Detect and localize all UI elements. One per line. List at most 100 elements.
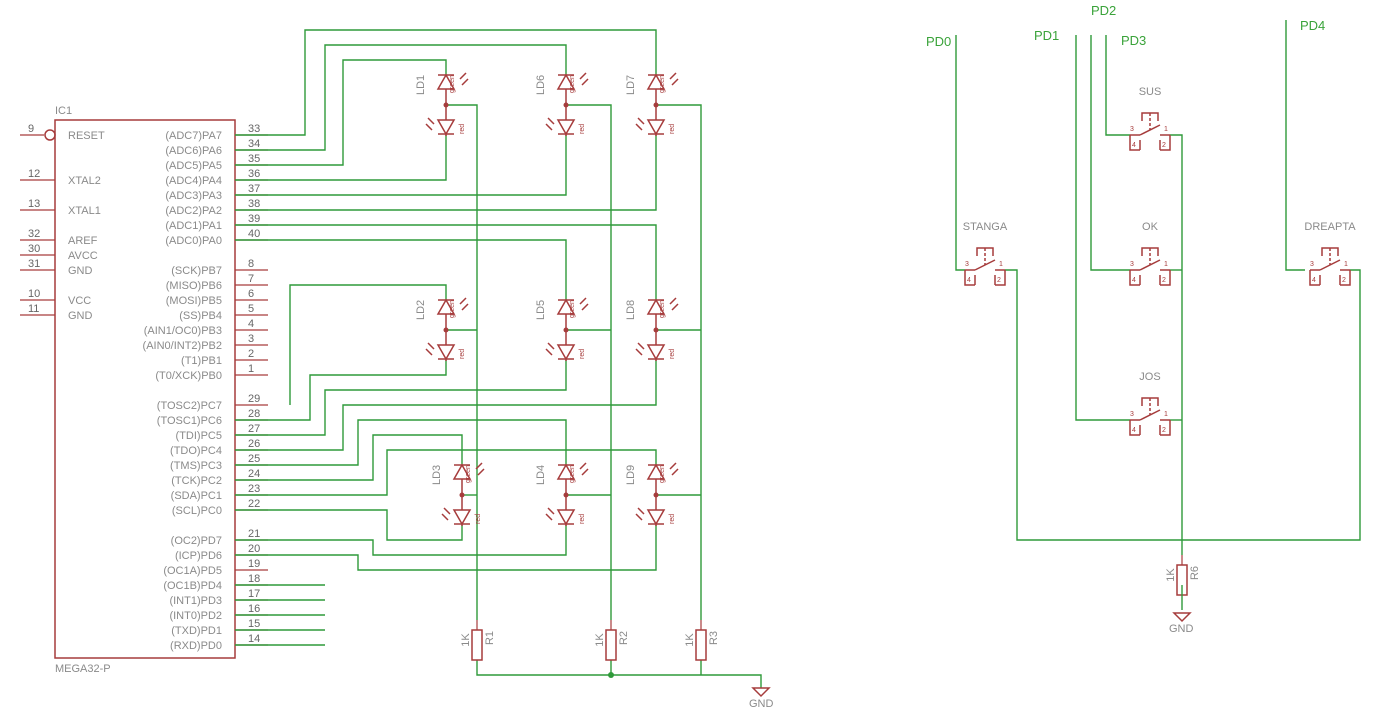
pin-number: 3 [248, 333, 254, 345]
pin-label: (AIN0/INT2)PB2 [143, 340, 222, 352]
pin-number: 16 [248, 603, 260, 615]
switch-pin: 4 [1132, 427, 1136, 434]
led-red-label: red [459, 124, 466, 134]
pin-number: 12 [28, 168, 40, 180]
led-red-label: red [669, 514, 676, 524]
led-green-label: green [569, 465, 576, 483]
ic-name: IC1 [55, 105, 72, 117]
pin-number: 2 [248, 348, 254, 360]
led-name: LD9 [625, 465, 637, 485]
pin-label: XTAL1 [68, 205, 101, 217]
pin-label: XTAL2 [68, 175, 101, 187]
pin-number: 8 [248, 258, 254, 270]
pin-number: 40 [248, 228, 260, 240]
led-name: LD8 [625, 300, 637, 320]
led-name: LD1 [415, 75, 427, 95]
switch-pin: 4 [1312, 277, 1316, 284]
net-label-pd1: PD1 [1034, 28, 1059, 43]
pin-number: 13 [28, 198, 40, 210]
switch-pin: 1 [1164, 411, 1168, 418]
net-label-pd3: PD3 [1121, 33, 1146, 48]
ic-pin: 1 (T0/XCK)PB0 [155, 363, 268, 382]
pin-number: 10 [28, 288, 40, 300]
led-red-label: red [475, 514, 482, 524]
switch-pin: 1 [1344, 261, 1348, 268]
led-red-label: red [579, 349, 586, 359]
resistor-name: R1 [484, 631, 496, 645]
resistor-value: 1K [460, 633, 472, 647]
pin-label: (TMS)PC3 [170, 460, 222, 472]
ic-pin: 29(TOSC2)PC7 [157, 393, 268, 412]
pin-number: 37 [248, 183, 260, 195]
pin-number: 27 [248, 423, 260, 435]
led-green-label: green [569, 300, 576, 318]
pin-number: 26 [248, 438, 260, 450]
button-wiring [955, 20, 1361, 610]
pin-number: 11 [28, 303, 39, 315]
gnd-label: GND [749, 698, 774, 710]
led-green-label: green [465, 465, 472, 483]
pin-number: 17 [248, 588, 260, 600]
ic-pin: 39(ADC1)PA1 [165, 213, 268, 232]
pin-number: 32 [28, 228, 40, 240]
switch-pin: 2 [1162, 427, 1166, 434]
gnd-label-2: GND [1169, 623, 1194, 635]
pin-label: (ADC6)PA6 [165, 145, 222, 157]
pin-number: 24 [248, 468, 260, 480]
pin-number: 21 [248, 528, 260, 540]
pin-label: RESET [68, 130, 105, 142]
ic-pin: 40(ADC0)PA0 [165, 228, 268, 247]
switch-pin: 2 [997, 277, 1001, 284]
pin-label: (ADC3)PA3 [165, 190, 222, 202]
switch-pin: 1 [1164, 261, 1168, 268]
pin-label: (INT0)PD2 [169, 610, 222, 622]
ic-pin: 17(INT1)PD3 [169, 588, 268, 607]
ic-pin: 7(MISO)PB6 [166, 273, 268, 292]
pin-number: 1 [248, 363, 254, 375]
pin-label: (SDA)PC1 [171, 490, 222, 502]
led-red-label: red [669, 349, 676, 359]
pin-label: (TXD)PD1 [171, 625, 222, 637]
pin-number: 7 [248, 273, 254, 285]
pin-label: (TDI)PC5 [176, 430, 222, 442]
pin-number: 38 [248, 198, 260, 210]
led-name: LD2 [415, 300, 427, 320]
pin-label: (T1)PB1 [181, 355, 222, 367]
pin-number: 5 [248, 303, 254, 315]
pin-label: (ICP)PD6 [175, 550, 222, 562]
pin-number: 34 [248, 138, 260, 150]
pin-label: (T0/XCK)PB0 [155, 370, 222, 382]
led-red-label: red [459, 349, 466, 359]
pin-number: 6 [248, 288, 254, 300]
ic-pin: 37 (ADC3)PA3 [165, 183, 268, 202]
pin-label: (RXD)PD0 [170, 640, 222, 652]
pin-number: 22 [248, 498, 260, 510]
switch-pin: 1 [999, 261, 1003, 268]
resistor-value: 1K [594, 633, 606, 647]
resistor-value: 1K [684, 633, 696, 647]
ic-pin: 6(MOSI)PB5 [166, 288, 268, 307]
pin-number: 35 [248, 153, 260, 165]
pin-label: (SS)PB4 [179, 310, 222, 322]
switch-pin: 3 [1130, 126, 1134, 133]
pin-label: (ADC1)PA1 [165, 220, 222, 232]
ic-pin: 3 (AIN0/INT2)PB2 [143, 333, 268, 352]
switch-name: JOS [1139, 371, 1160, 383]
pin-number: 30 [28, 243, 40, 255]
pin-label: (ADC7)PA7 [165, 130, 222, 142]
pin-label: (OC1A)PD5 [163, 565, 222, 577]
